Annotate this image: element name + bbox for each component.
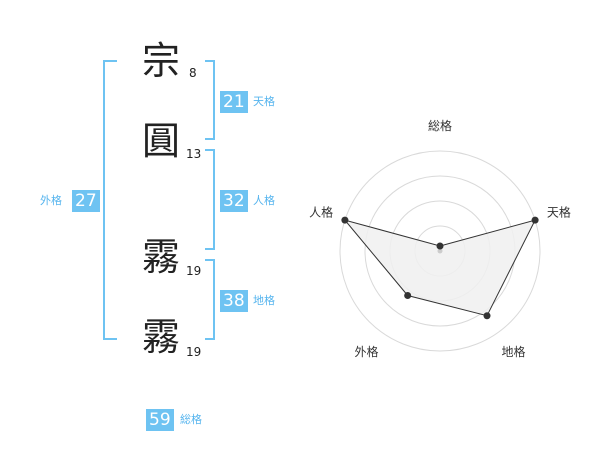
soukaku-label: 総格 — [180, 413, 202, 426]
soukaku-value: 59 — [146, 409, 174, 431]
radar-axis-label: 外格 — [355, 344, 379, 359]
radar-axis-label: 地格 — [501, 344, 525, 359]
radar-axis-label: 総格 — [428, 118, 452, 133]
name-char-1: 宗 — [142, 39, 181, 83]
tenkaku-value: 21 — [220, 91, 248, 113]
radar-center-dot — [437, 248, 443, 254]
name-char-3: 霧 — [142, 235, 181, 279]
radar-point — [404, 291, 412, 299]
stroke-count-1: 8 — [189, 66, 197, 80]
jinkaku-label: 人格 — [253, 194, 275, 207]
jinkaku-value: 32 — [220, 190, 248, 212]
name-char-4: 霧 — [142, 315, 181, 359]
name-char-2: 圓 — [142, 119, 181, 163]
radar-polygon — [343, 219, 537, 317]
radar-axis-label: 天格 — [547, 204, 571, 219]
radar-point — [483, 312, 491, 320]
radar-axis-label: 人格 — [309, 204, 333, 219]
chikaku-bracket — [205, 259, 215, 340]
stroke-count-4: 19 — [186, 345, 202, 359]
radar-point — [531, 216, 539, 224]
radar-point — [436, 242, 444, 250]
gaikaku-value: 27 — [72, 190, 100, 212]
radar-ring — [339, 150, 541, 352]
tenkaku-bracket — [205, 60, 215, 140]
jinkaku-bracket — [205, 149, 215, 250]
tenkaku-label: 天格 — [253, 95, 275, 108]
chikaku-value: 38 — [220, 290, 248, 312]
chikaku-label: 地格 — [253, 294, 275, 307]
gaikaku-bracket — [103, 60, 117, 340]
radar-point — [341, 216, 349, 224]
stroke-count-3: 19 — [186, 264, 202, 278]
gaikaku-label: 外格 — [40, 194, 62, 207]
stroke-count-2: 13 — [186, 147, 202, 161]
